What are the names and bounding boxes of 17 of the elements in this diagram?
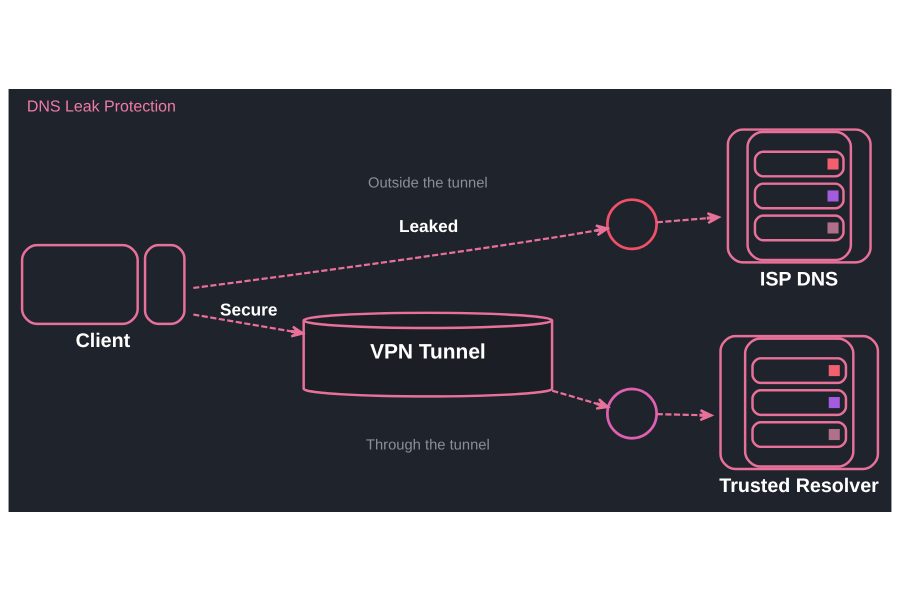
node-circle bbox=[606, 198, 658, 250]
node-box bbox=[719, 334, 880, 470]
diagram-title: DNS Leak Protection bbox=[26, 98, 176, 116]
label: Through the tunnel bbox=[366, 436, 490, 453]
node-label: Trusted Resolver bbox=[719, 474, 879, 497]
arrow bbox=[656, 212, 720, 224]
arrow bbox=[193, 312, 304, 338]
node-label: Client bbox=[76, 329, 130, 352]
node-box bbox=[726, 128, 872, 264]
arrow bbox=[656, 408, 713, 421]
node-circle bbox=[606, 387, 658, 440]
label: Outside the tunnel bbox=[368, 174, 488, 191]
edge-label: Leaked bbox=[398, 215, 458, 236]
node-label: ISP DNS bbox=[760, 268, 838, 290]
edge-label: Secure bbox=[220, 299, 278, 319]
arrow bbox=[552, 389, 610, 410]
arrow bbox=[193, 224, 609, 289]
